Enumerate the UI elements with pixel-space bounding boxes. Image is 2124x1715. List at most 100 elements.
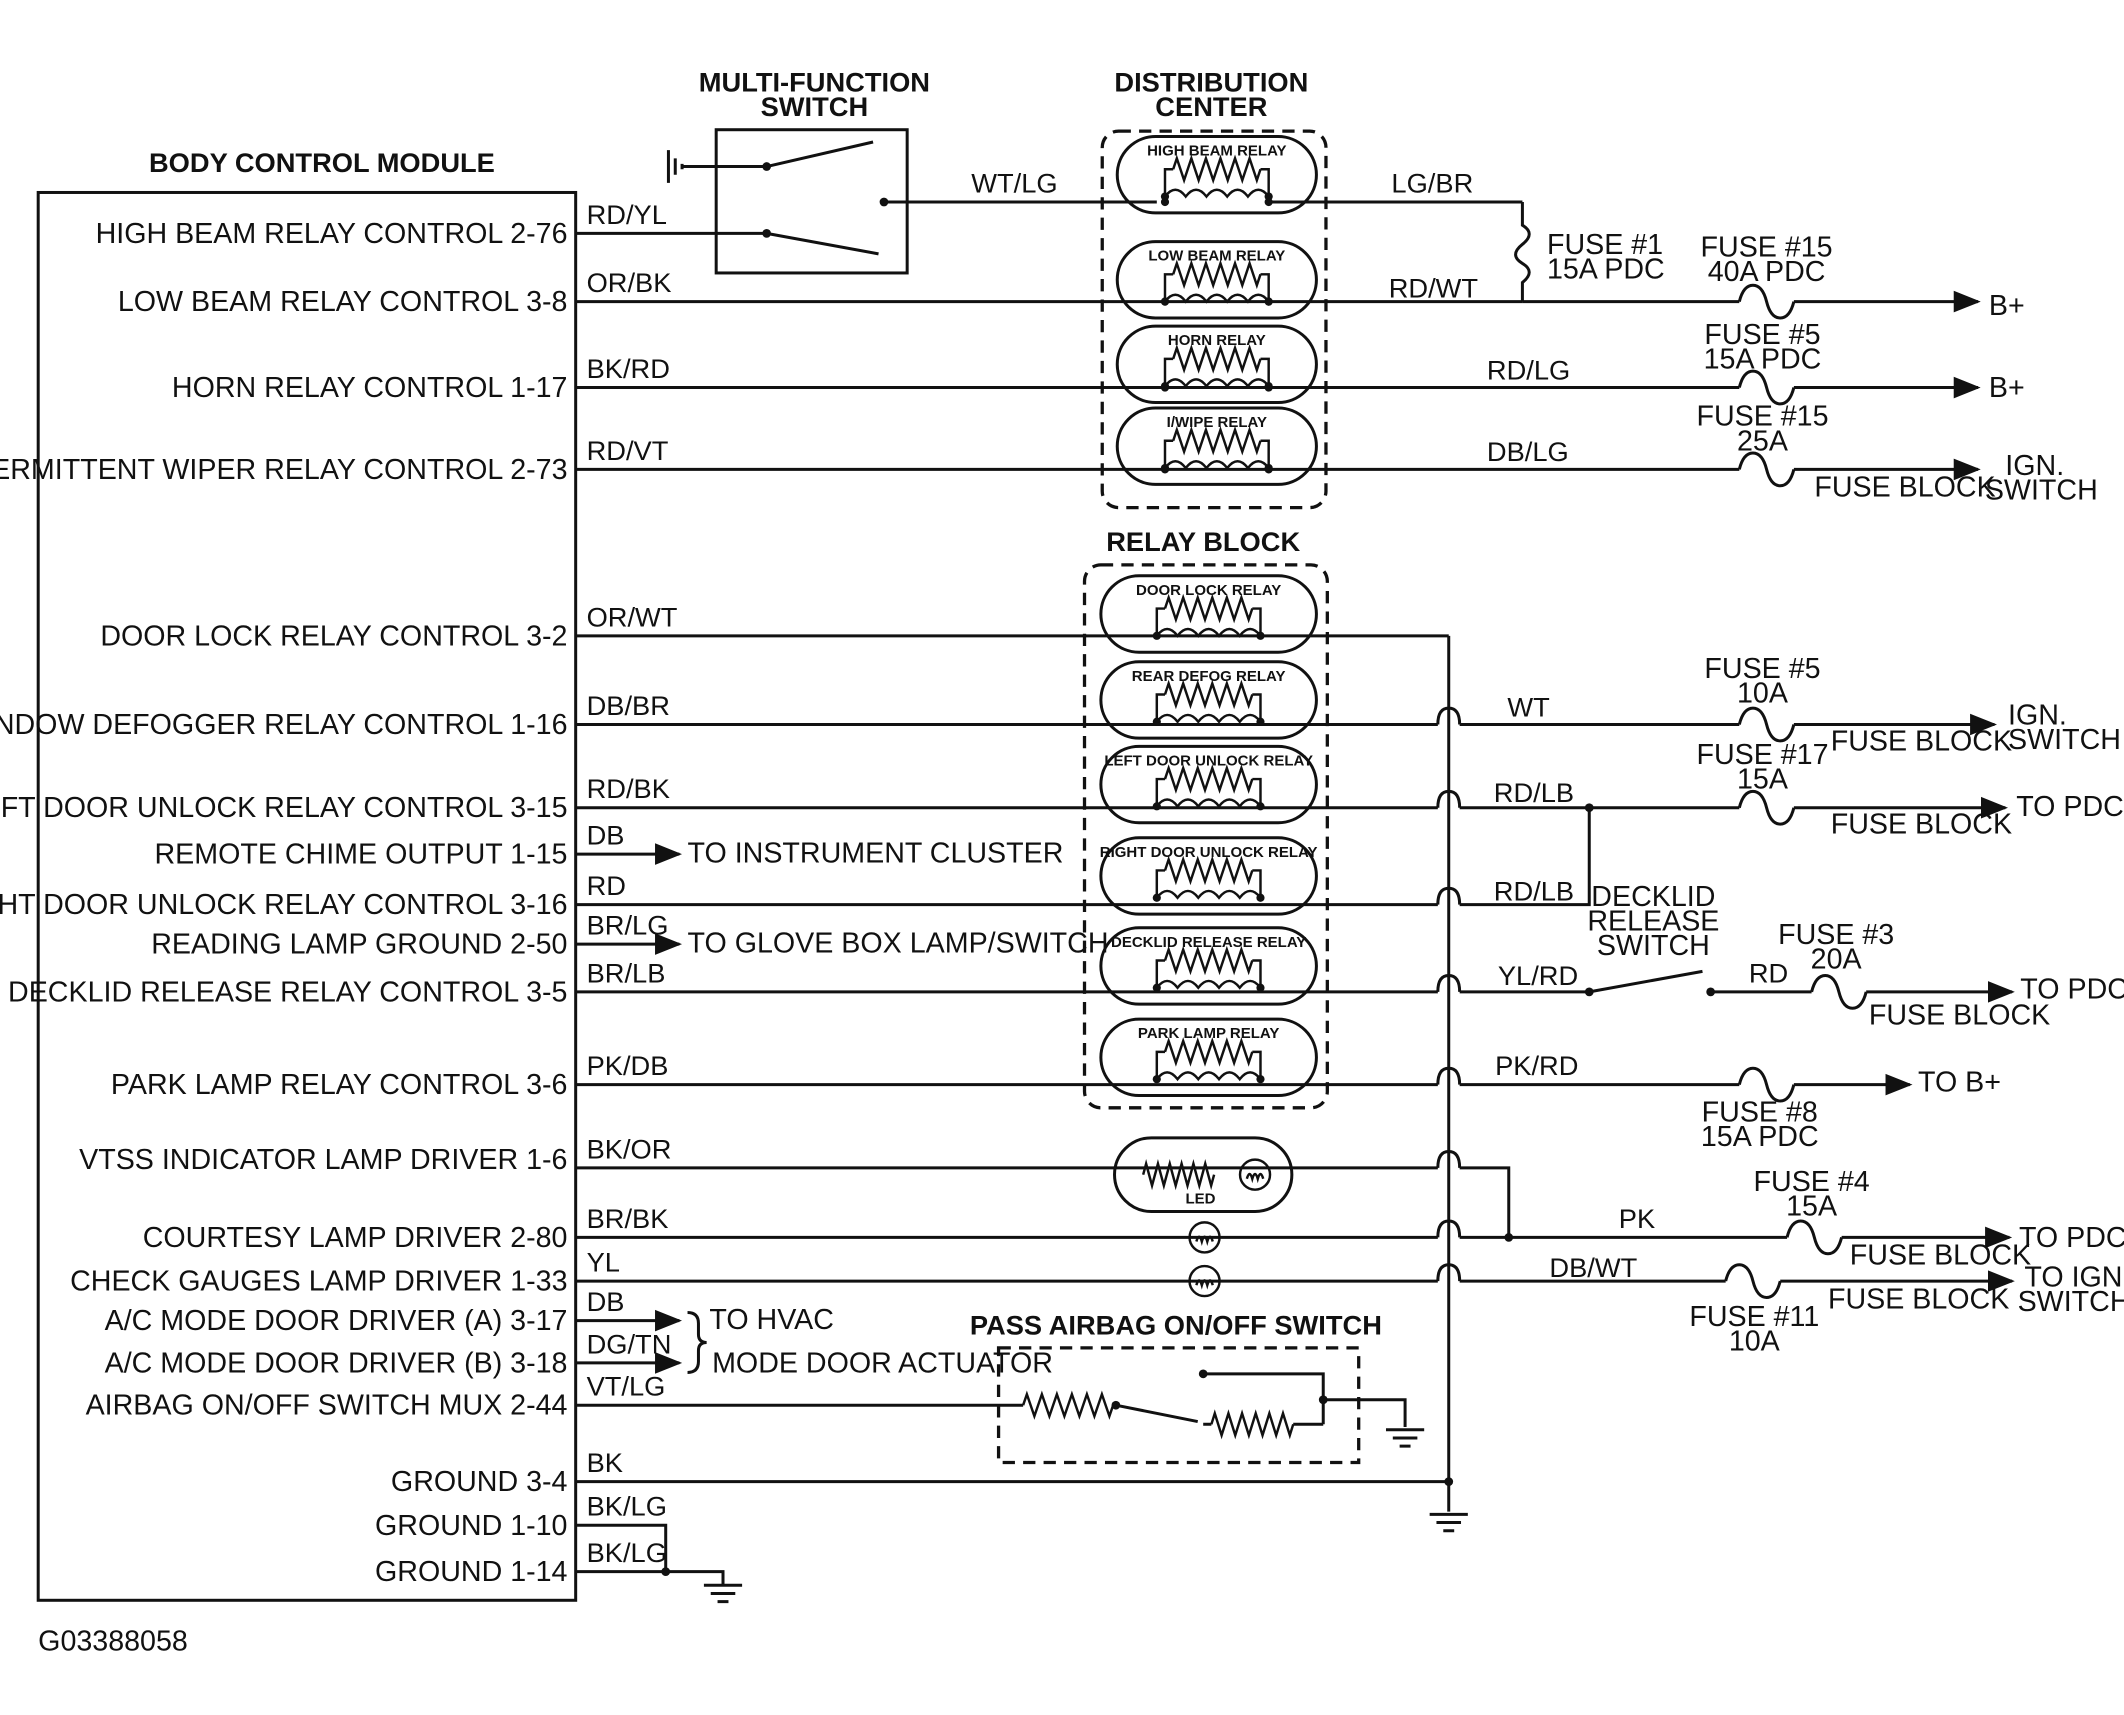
block-relay-1-resistor xyxy=(1163,679,1254,710)
block-relay-2-label: LEFT DOOR UNLOCK RELAY xyxy=(1104,752,1313,769)
wire-db-wt-label: DB/WT xyxy=(1549,1252,1637,1283)
fuse-5a-rating: 15A PDC xyxy=(1704,343,1822,375)
block-relay-2-terminal-right xyxy=(1256,802,1265,811)
bcm-pin-wire-color: BK/RD xyxy=(587,353,670,384)
dest-ign-switch: SWITCH xyxy=(2008,724,2121,756)
block-relay-4-terminal-right xyxy=(1256,983,1265,992)
block-relay-0-terminal-right xyxy=(1256,631,1265,640)
block-relay-4-terminal-left xyxy=(1152,983,1161,992)
block-relay-1-terminal-right xyxy=(1256,717,1265,726)
fuse-3-label: FUSE #3 xyxy=(1778,919,1894,951)
bcm-pin-wire-color: BR/LB xyxy=(587,957,666,988)
fuse-5b-rating: 10A xyxy=(1737,678,1789,710)
dist-relay-3-coil xyxy=(1164,459,1270,471)
components-layer xyxy=(36,128,1361,1602)
dest-pdc: TO PDC xyxy=(2020,974,2124,1006)
block-relay-1-frame xyxy=(1155,693,1262,722)
led-resistor xyxy=(1141,1159,1216,1191)
airbag-switch-wire xyxy=(1203,1372,1325,1426)
bcm-pin-wire-color: YL xyxy=(587,1247,620,1278)
fuse-5b-symbol xyxy=(1737,706,1796,743)
block-relay-0-label: DOOR LOCK RELAY xyxy=(1136,582,1281,599)
dist-relay-1-resistor xyxy=(1172,259,1262,290)
wire-lg-br-label: LG/BR xyxy=(1391,167,1473,198)
dist-relay-2-label: HORN RELAY xyxy=(1168,332,1266,349)
wire-rd-lb-label: RD/LB xyxy=(1494,777,1574,808)
bcm-pin-wire-color: BK/LG xyxy=(587,1491,667,1522)
block-relay-3-label: RIGHT DOOR UNLOCK RELAY xyxy=(1100,844,1318,861)
fuse-4-label: FUSE #4 xyxy=(1754,1166,1870,1198)
bcm-pin-label: VTSS INDICATOR LAMP DRIVER 1-6 xyxy=(79,1144,567,1176)
decklid-switch-label: RELEASE xyxy=(1587,905,1719,937)
block-relay-3-housing xyxy=(1099,836,1318,916)
block-relay-4-resistor xyxy=(1163,945,1254,976)
dist-relay-1-terminal-left xyxy=(1160,297,1170,306)
fuse-17-rating: 15A xyxy=(1737,764,1789,796)
bcm-pin-wire-color: RD/YL xyxy=(587,199,667,230)
block-relay-2-terminal-left xyxy=(1152,802,1161,811)
fuse-4-rating: 15A xyxy=(1786,1191,1838,1223)
block-relay-4-coil xyxy=(1155,979,1262,990)
dest-ign-switch: SWITCH xyxy=(1985,474,2098,506)
dist-relay-1-terminal-right xyxy=(1264,297,1273,306)
block-relay-5-frame xyxy=(1155,1050,1262,1080)
fuse-15b-label: FUSE #15 xyxy=(1696,401,1828,433)
block-relay-1-terminal-left xyxy=(1152,717,1161,726)
wire-rd-label: RD xyxy=(1749,957,1788,988)
bcm-pin-label: REMOTE CHIME OUTPUT 1-15 xyxy=(154,839,567,871)
mfs-contact xyxy=(762,162,772,171)
bcm-pin-label: GROUND 1-10 xyxy=(375,1510,567,1542)
fuse-block-label: FUSE BLOCK xyxy=(1850,1240,2031,1272)
block-relay-0-housing xyxy=(1099,574,1318,654)
airbag-ground-symbol xyxy=(1385,1428,1425,1448)
dist-title: CENTER xyxy=(1155,91,1267,122)
fuse-8-label: FUSE #8 xyxy=(1702,1096,1818,1128)
wire-yl-rd-label: YL/RD xyxy=(1498,960,1578,991)
wires-layer xyxy=(575,140,2015,1604)
block-relay-1-housing xyxy=(1099,660,1318,740)
wire-wt-label: WT xyxy=(1507,691,1550,722)
output-hvac-actuator-label: MODE DOOR ACTUATOR xyxy=(712,1347,1053,1379)
wire-pk-label: PK xyxy=(1619,1203,1655,1234)
decklid-switch-label: DECKLID xyxy=(1591,881,1715,913)
mfs-box xyxy=(714,128,909,275)
bcm-pin-wire-color: BR/LG xyxy=(587,910,669,941)
airbag-switch-contact xyxy=(1198,1369,1208,1379)
bcm-pin-label: DOOR LOCK RELAY CONTROL 3-2 xyxy=(100,620,567,652)
fuse-block-label: FUSE BLOCK xyxy=(1831,809,2012,841)
fuse-5b-label: FUSE #5 xyxy=(1704,653,1820,685)
dist-relay-3-terminal-left xyxy=(1160,463,1170,473)
dist-relay-2-terminal-left xyxy=(1160,382,1170,391)
block-relay-4-frame xyxy=(1155,959,1262,988)
block-relay-3-coil xyxy=(1155,889,1262,900)
dist-relay-3-housing xyxy=(1115,406,1318,486)
dist-relay-3-resistor xyxy=(1172,425,1262,456)
fuse-5a-symbol xyxy=(1737,369,1796,406)
fuse-15a-rating: 40A PDC xyxy=(1708,256,1826,288)
block-relay-2-coil xyxy=(1155,798,1262,809)
block-relay-5-terminal-left xyxy=(1152,1075,1161,1084)
dist-relay-0-terminal-right xyxy=(1264,192,1273,201)
fuse-17-symbol xyxy=(1737,789,1796,826)
block-relay-3-frame xyxy=(1155,869,1262,898)
main-ground-symbol xyxy=(1429,1512,1468,1533)
block-relay-5-label: PARK LAMP RELAY xyxy=(1138,1025,1279,1042)
airbag-switch-arm xyxy=(1115,1403,1199,1424)
hvac-brace xyxy=(687,1310,707,1374)
fuse-15b-rating: 25A xyxy=(1737,425,1789,457)
bcm-pin-label: COURTESY LAMP DRIVER 2-80 xyxy=(143,1222,568,1254)
bcm-pin-wire-color: BR/BK xyxy=(587,1203,669,1234)
figure-id: G03388058 xyxy=(38,1626,188,1658)
block-relay-2-frame xyxy=(1155,777,1262,807)
block-relay-0-frame xyxy=(1155,607,1262,636)
fuse-17-label: FUSE #17 xyxy=(1696,739,1828,771)
bcm-pin-label: RIGHT DOOR UNLOCK RELAY CONTROL 3-16 xyxy=(0,889,567,921)
bcm-pin-label: INTERMITTENT WIPER RELAY CONTROL 2-73 xyxy=(0,454,567,486)
fuse-8-symbol xyxy=(1737,1066,1796,1103)
dist-relay-0-frame xyxy=(1163,168,1270,197)
dest-ign: IGN. xyxy=(2005,450,2064,482)
fuse-15a-label: FUSE #15 xyxy=(1701,232,1833,264)
bcm-pin-wire-color: BK xyxy=(587,1447,623,1478)
bcm-pin-label: HIGH BEAM RELAY CONTROL 2-76 xyxy=(96,218,568,250)
bcm-pin-label: GROUND 1-14 xyxy=(375,1556,568,1588)
